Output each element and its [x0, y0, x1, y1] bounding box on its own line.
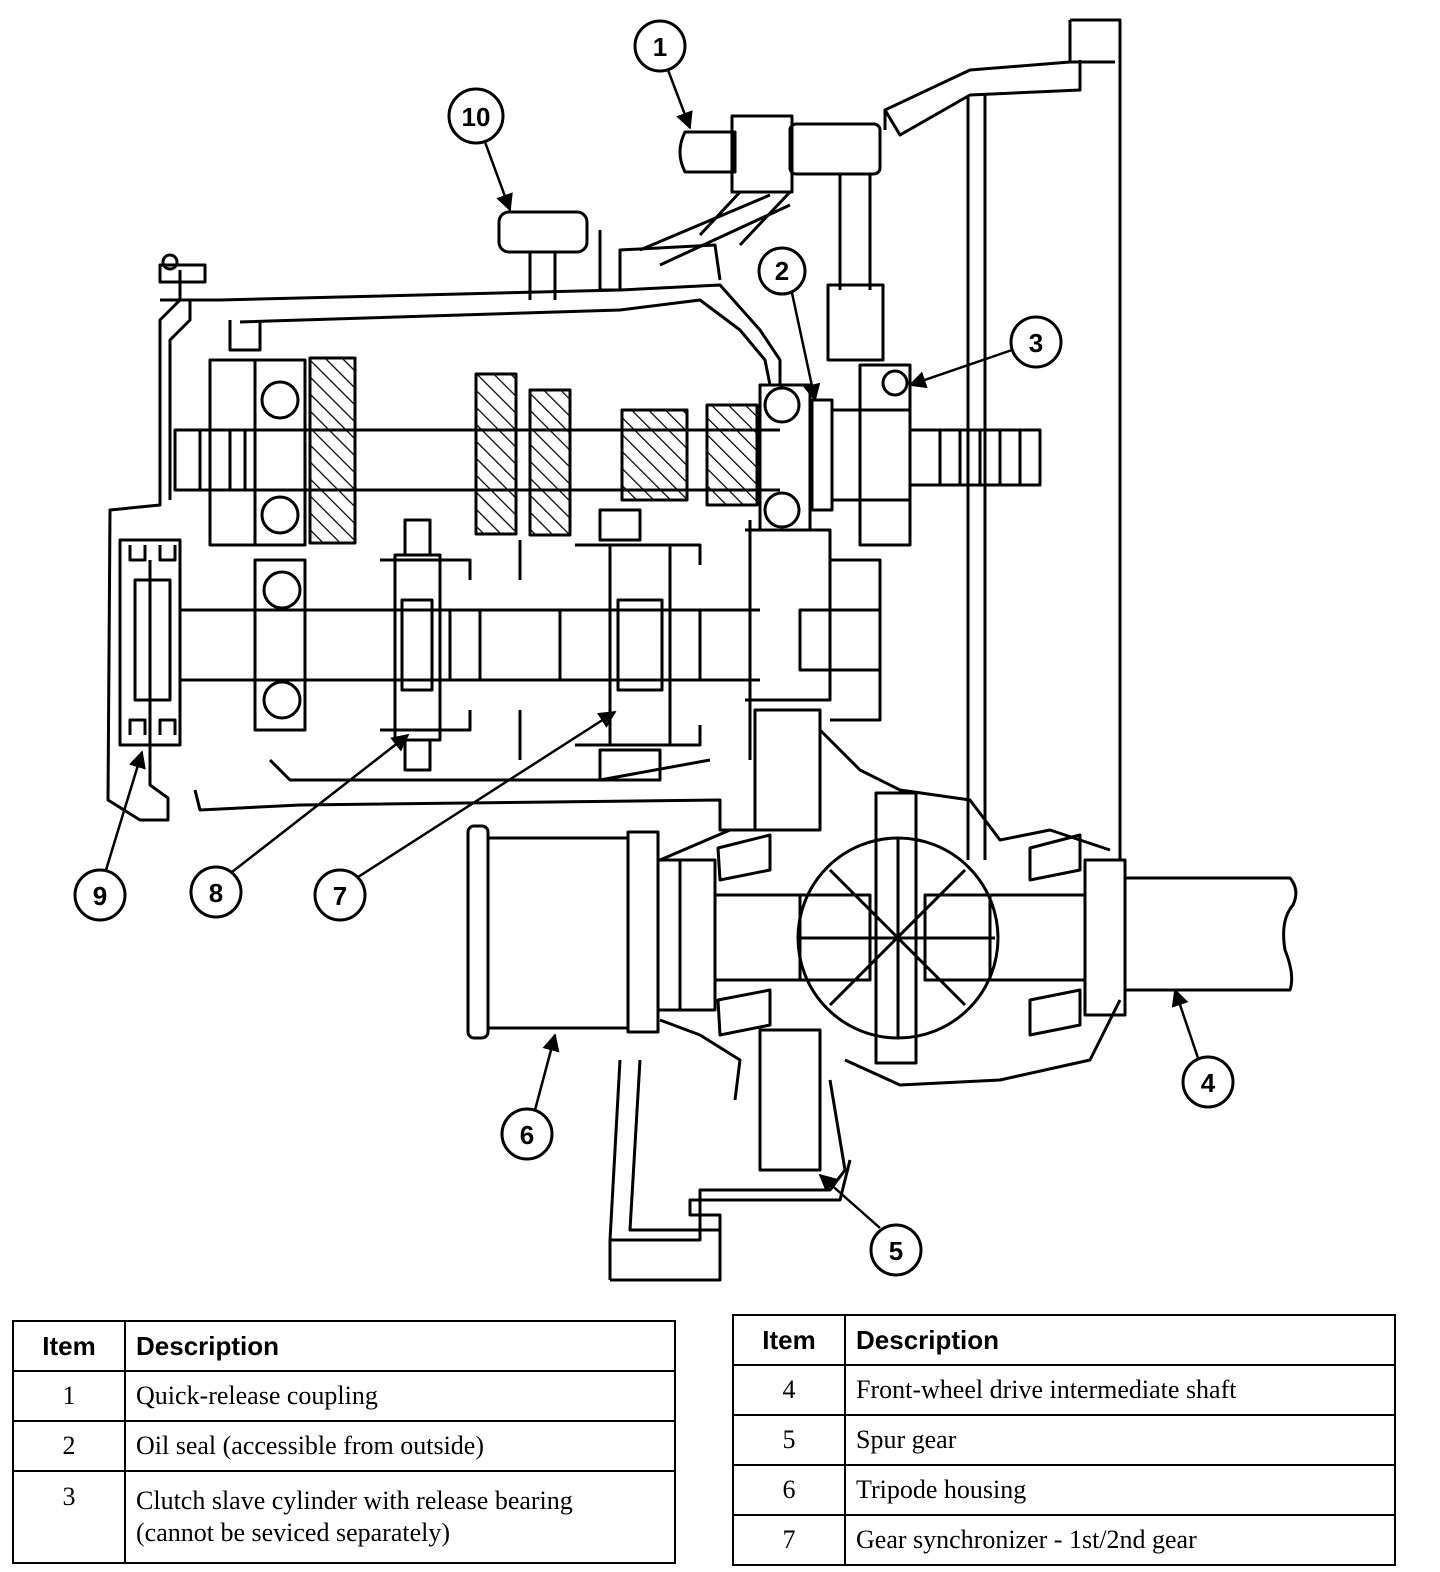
- legend-item-number: 6: [732, 1464, 846, 1516]
- callout-10-circle: [447, 87, 505, 145]
- leader-10: [483, 141, 513, 212]
- breather-cap: [497, 210, 589, 300]
- legend-table-right: Item Description 4 Front-wheel drive int…: [732, 1314, 1396, 1566]
- leader-6: [533, 1033, 560, 1111]
- callout-1-label: 1: [653, 32, 667, 62]
- callout-4-circle: [1181, 1055, 1235, 1109]
- legend-item-number: 2: [12, 1420, 126, 1472]
- legend-header-item: Item: [732, 1314, 846, 1366]
- legend-item-description: Clutch slave cylinder with release beari…: [124, 1470, 676, 1564]
- callout-9-circle: [73, 868, 127, 922]
- callout-2-circle: [757, 246, 807, 296]
- leader-2: [790, 292, 821, 402]
- leader-1: [666, 69, 693, 130]
- bellhousing: [883, 18, 1122, 860]
- legend-header-item: Item: [12, 1320, 126, 1372]
- input-shaft-assembly: [173, 356, 1042, 547]
- legend-header-description: Description: [844, 1314, 1396, 1366]
- legend-item-number: 4: [732, 1364, 846, 1416]
- legend-header-description: Description: [124, 1320, 676, 1372]
- legend-item-description-line1: Clutch slave cylinder with release beari…: [136, 1486, 573, 1515]
- leader-4: [1171, 988, 1200, 1059]
- legend-header-row: Item Description: [732, 1314, 1396, 1366]
- legend-item-description: Tripode housing: [844, 1464, 1396, 1516]
- leader-8: [231, 733, 410, 873]
- legend-item-number: 5: [732, 1414, 846, 1466]
- table-row: 6 Tripode housing: [732, 1464, 1396, 1516]
- callout-3-circle: [1009, 315, 1063, 369]
- leader-9: [104, 750, 146, 871]
- table-row: 4 Front-wheel drive intermediate shaft: [732, 1364, 1396, 1416]
- callout-9-label: 9: [93, 881, 107, 911]
- differential-assembly: [466, 708, 1298, 1282]
- callout-10-label: 10: [462, 102, 491, 132]
- quick-release-coupling: [678, 114, 885, 362]
- table-row: 2 Oil seal (accessible from outside): [12, 1420, 676, 1472]
- callout-6-circle: [500, 1107, 554, 1161]
- transaxle-cross-section-diagram: 1 2 3 4 5 6 7 8 9 10: [73, 18, 1298, 1282]
- callouts: 1 2 3 4 5 6 7 8 9 10: [73, 19, 1235, 1277]
- legend-item-description-line2: (cannot be seviced separately): [136, 1518, 451, 1547]
- legend-item-description: Oil seal (accessible from outside): [124, 1420, 676, 1472]
- callout-4-label: 4: [1201, 1068, 1216, 1098]
- legend-table-left: Item Description 1 Quick-release couplin…: [12, 1320, 676, 1564]
- leader-7: [357, 710, 617, 879]
- callout-5-circle: [869, 1223, 923, 1277]
- legend-item-description: Spur gear: [844, 1414, 1396, 1466]
- table-row: 7 Gear synchronizer - 1st/2nd gear: [732, 1514, 1396, 1566]
- table-row: 3 Clutch slave cylinder with release bea…: [12, 1470, 676, 1564]
- legend-header-row: Item Description: [12, 1320, 676, 1372]
- callout-8-circle: [189, 865, 243, 919]
- leader-lines: [104, 69, 1200, 1229]
- callout-7-circle: [313, 868, 367, 922]
- leader-5: [818, 1173, 881, 1229]
- callout-6-label: 6: [520, 1120, 534, 1150]
- legend-item-number: 3: [12, 1470, 126, 1564]
- transmission-case: [106, 193, 791, 832]
- legend-item-description: Gear synchronizer - 1st/2nd gear: [844, 1514, 1396, 1566]
- callout-7-label: 7: [333, 881, 347, 911]
- legend-item-description: Front-wheel drive intermediate shaft: [844, 1364, 1396, 1416]
- callout-5-label: 5: [889, 1236, 903, 1266]
- legend-item-number: 1: [12, 1370, 126, 1422]
- callout-2-label: 2: [775, 256, 789, 286]
- callout-3-label: 3: [1029, 328, 1043, 358]
- callout-1-circle: [633, 19, 687, 73]
- callout-8-label: 8: [209, 878, 223, 908]
- table-row: 1 Quick-release coupling: [12, 1370, 676, 1422]
- leader-3: [908, 348, 1013, 389]
- legend-item-number: 7: [732, 1514, 846, 1566]
- output-shaft-assembly: [118, 508, 882, 782]
- table-row: 5 Spur gear: [732, 1414, 1396, 1466]
- legend-item-description: Quick-release coupling: [124, 1370, 676, 1422]
